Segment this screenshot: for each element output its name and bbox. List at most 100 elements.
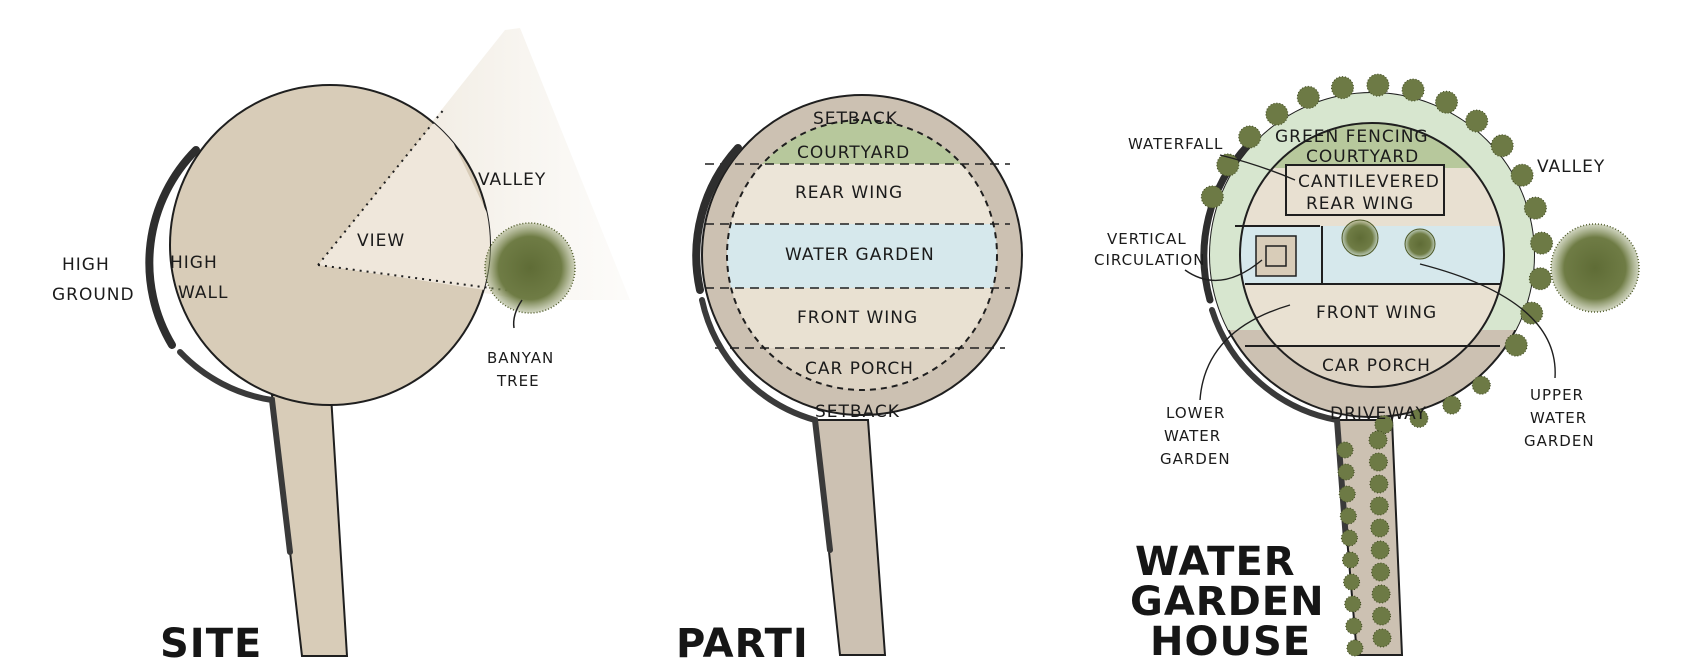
courtyard-tree-icon-1 [1341, 219, 1379, 257]
hedge-tree-icon [1465, 109, 1489, 133]
house-front-wing-band [1240, 284, 1504, 346]
waterfall-label: WATERFALL [1128, 135, 1223, 153]
banyan-label-1: BANYAN [487, 349, 554, 367]
hedge-tree-icon [1296, 85, 1320, 109]
cantilevered-label-2: REAR WING [1306, 194, 1414, 214]
vertical-circulation-label-2: CIRCULATION [1094, 251, 1205, 269]
site-title: SITE [160, 621, 262, 667]
lower-water-garden-label-2: WATER [1164, 427, 1221, 445]
parti-setback-bottom: SETBACK [815, 402, 900, 422]
hedge-tree-icon [1530, 231, 1554, 255]
house-title-1: WATER [1135, 539, 1296, 585]
view-label: VIEW [357, 231, 405, 251]
high-wall-label-2: WALL [178, 283, 228, 303]
hedge-tree-icon [1401, 78, 1425, 102]
hedge-tree-icon [1409, 408, 1429, 428]
hedge-tree-icon [1200, 185, 1224, 209]
hedge-tree-icon [1435, 90, 1458, 114]
vertical-circulation-label-1: VERTICAL [1107, 230, 1187, 248]
parti-driveway [813, 419, 887, 656]
hedge-tree-icon [1265, 102, 1289, 126]
parti-water-garden-label: WATER GARDEN [785, 245, 935, 265]
vertical-circulation-box [1255, 235, 1297, 277]
parti-rear-wing-band [727, 164, 997, 224]
waterfall-leader [1219, 154, 1296, 181]
hedge-tree-icon [1520, 301, 1544, 325]
hedge-tree-icon [1368, 452, 1388, 472]
house-wall-lower [1209, 307, 1349, 543]
house-courtyard-label: COURTYARD [1306, 147, 1419, 167]
lower-water-garden-label-1: LOWER [1166, 404, 1225, 422]
site-diagram: HIGH GROUND HIGH WALL VIEW VALLEY BANYAN… [52, 28, 630, 667]
parti-inner-circle [726, 119, 998, 391]
banyan-tree-icon [484, 222, 576, 314]
upper-water-garden-leader [1419, 263, 1556, 379]
parti-front-wing-label: FRONT WING [797, 308, 918, 328]
hedge-tree-icon [1372, 628, 1392, 648]
site-driveway [270, 394, 349, 657]
hedge-tree-icon [1337, 463, 1355, 481]
hedge-tree-icon [1340, 529, 1358, 547]
hedge-tree-icon [1528, 267, 1552, 291]
hedge-tree-icon [1216, 153, 1240, 177]
high-wall-lower [177, 349, 293, 555]
hedge-tree-icon [1490, 134, 1514, 158]
hedge-tree-icon [1368, 430, 1388, 450]
valley-label: VALLEY [478, 170, 546, 190]
parti-front-wing-band [727, 288, 997, 348]
house-diagram: GREEN FENCING COURTYARD CANTILEVERED REA… [1094, 73, 1640, 665]
banyan-label-2: TREE [496, 372, 540, 390]
vertical-circulation-leader [1184, 259, 1263, 282]
hedge-tree-icon [1369, 496, 1389, 516]
high-wall-label-1: HIGH [170, 253, 218, 273]
hedge-tree-icon [1366, 73, 1390, 97]
hedge-tree-icon [1338, 485, 1356, 503]
lower-water-garden-leader [1199, 304, 1291, 401]
view-line-upper [317, 107, 446, 266]
hedge-tree-icon [1343, 573, 1361, 591]
hedge-tree-icon [1345, 617, 1363, 635]
hedge-trees [1200, 73, 1554, 657]
valley-tree-icon [1550, 223, 1640, 313]
hedge-tree-icon [1471, 375, 1491, 395]
green-fencing-label: GREEN FENCING [1275, 127, 1429, 147]
hedge-tree-icon [1346, 639, 1364, 657]
cantilevered-label-1: CANTILEVERED [1298, 172, 1440, 192]
high-ground-label-2: GROUND [52, 285, 135, 305]
hedge-tree-icon [1371, 562, 1391, 582]
hedge-tree-icon [1370, 518, 1390, 538]
upper-water-garden-label-1: UPPER [1530, 386, 1584, 404]
hedge-tree-icon [1369, 474, 1389, 494]
hedge-tree-icon [1374, 415, 1394, 435]
vertical-circulation-inner [1265, 245, 1287, 267]
hedge-tree-icon [1523, 196, 1547, 220]
hedge-tree-icon [1344, 595, 1362, 613]
hedge-tree-icon [1504, 333, 1528, 357]
parti-wall-lower [699, 297, 833, 553]
hedge-tree-icon [1510, 163, 1534, 187]
view-wedge [318, 115, 490, 290]
house-car-porch-label: CAR PORCH [1322, 356, 1431, 376]
parti-courtyard-label: COURTYARD [797, 143, 910, 163]
courtyard-tree-icon-2 [1404, 228, 1436, 260]
high-ground-label-1: HIGH [62, 255, 110, 275]
view-line-lower [317, 264, 521, 293]
hedge-tree-icon [1372, 606, 1391, 626]
house-title-3: HOUSE [1150, 619, 1311, 665]
parti-water-garden-band [727, 224, 997, 288]
driveway-label: DRIVEWAY [1330, 404, 1427, 424]
house-front-wing-label: FRONT WING [1316, 303, 1437, 323]
hedge-tree-icon [1339, 507, 1357, 525]
hedge-tree-icon [1442, 395, 1462, 415]
parti-title: PARTI [676, 621, 809, 667]
parti-diagram: SETBACK COURTYARD REAR WING WATER GARDEN… [676, 94, 1023, 667]
upper-water-garden-label-2: WATER [1530, 409, 1587, 427]
parti-wall-line [692, 144, 742, 294]
high-wall-line [145, 146, 200, 349]
hedge-tree-icon [1342, 551, 1359, 569]
hedge-tree-icon [1238, 125, 1262, 149]
house-valley-label: VALLEY [1537, 157, 1605, 177]
parti-car-porch-label: CAR PORCH [805, 359, 914, 379]
lower-water-garden-label-3: GARDEN [1160, 450, 1231, 468]
parti-setback-top: SETBACK [813, 109, 898, 129]
